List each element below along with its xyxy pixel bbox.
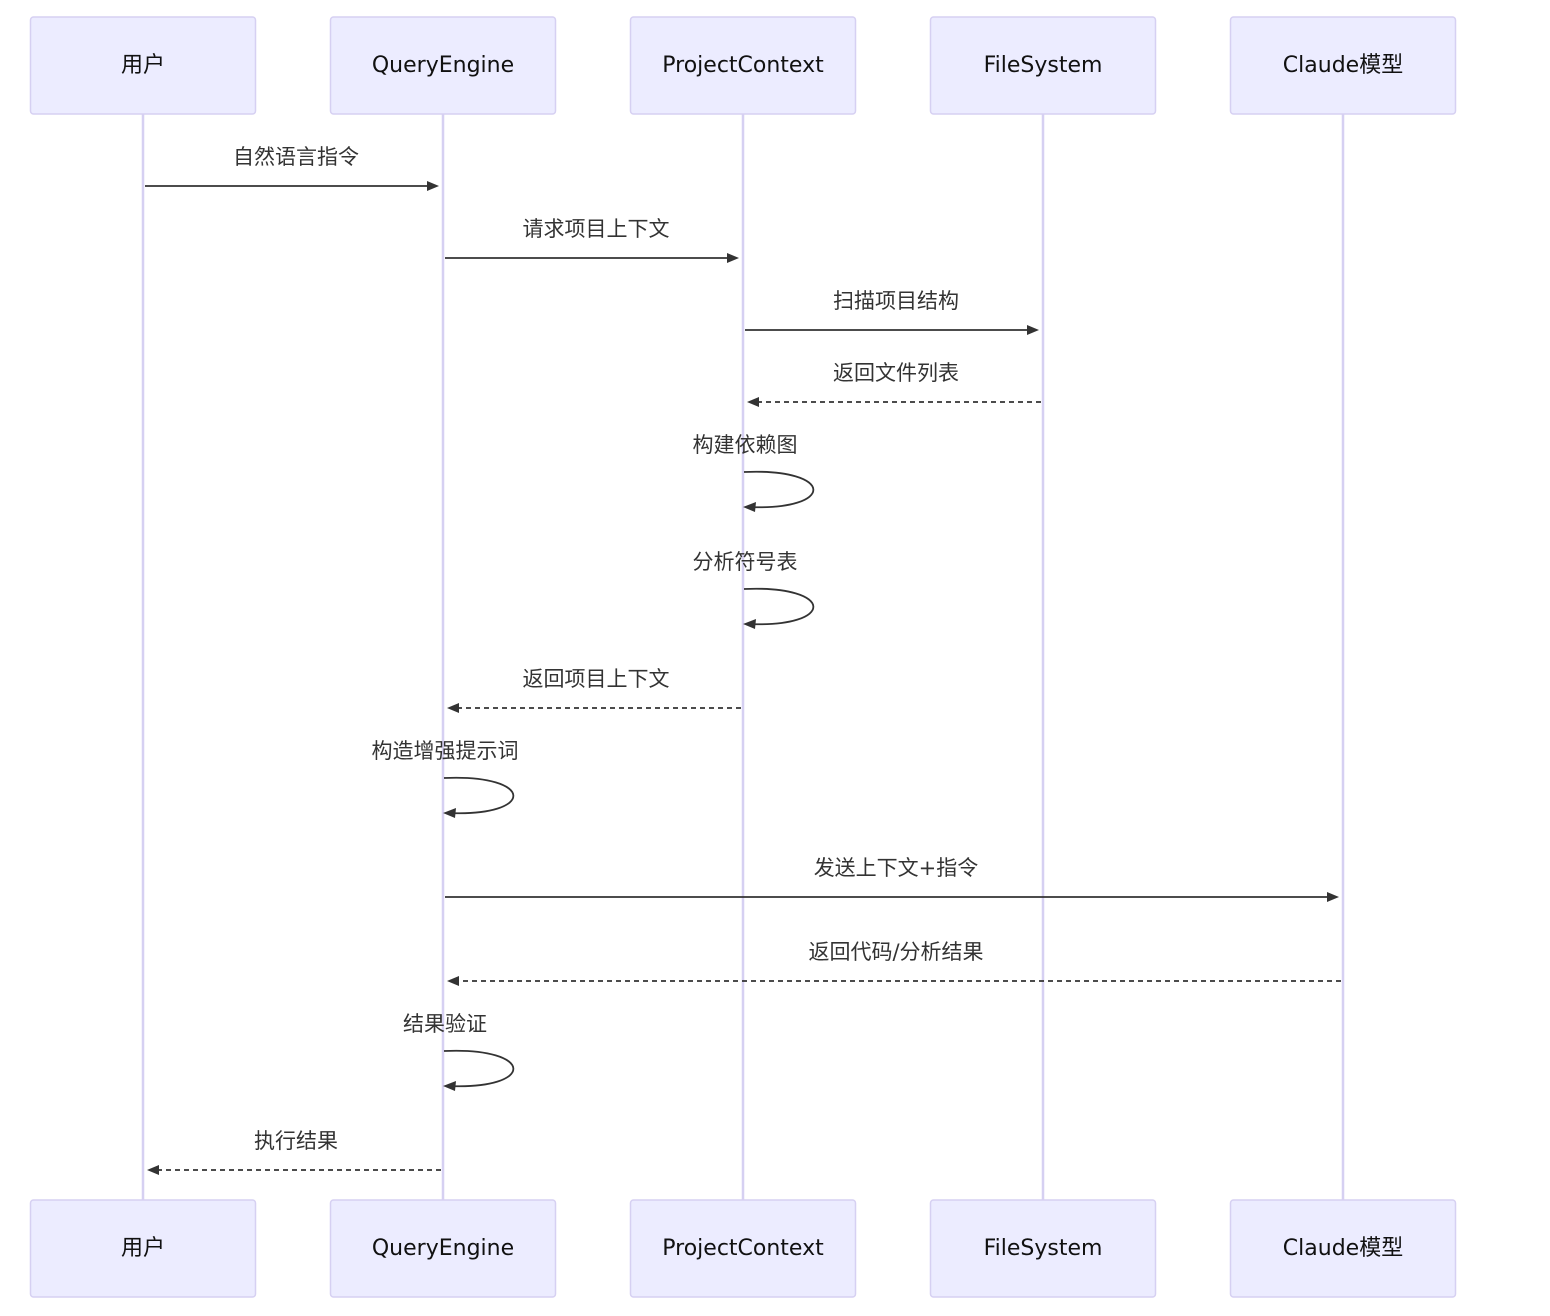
message-3: 扫描项目结构 — [745, 289, 1039, 335]
message-8: 构造增强提示词 — [372, 739, 519, 818]
actors-top: 用户 QueryEngine ProjectContext FileSystem Cla… — [29, 16, 1457, 115]
actor-context-top[interactable]: ProjectContext — [629, 16, 857, 115]
actor-box — [329, 16, 557, 115]
actor-engine-bottom[interactable]: QueryEngine — [329, 1199, 557, 1298]
self-message-arrow — [443, 776, 515, 815]
actor-label: Claude模型 — [1283, 53, 1403, 78]
actor-fs-bottom[interactable]: FileSystem — [929, 1199, 1157, 1298]
actor-label: ProjectContext — [662, 1236, 824, 1261]
message-label: 构建依赖图 — [693, 433, 798, 457]
message-label: 扫描项目结构 — [833, 289, 959, 313]
arrowhead-icon — [743, 619, 756, 629]
actor-box — [629, 1199, 857, 1298]
message-label: 返回代码/分析结果 — [808, 940, 983, 964]
arrowhead-icon — [447, 976, 459, 986]
actor-box — [929, 16, 1157, 115]
message-label: 构造增强提示词 — [372, 739, 519, 763]
actor-label: FileSystem — [984, 53, 1103, 78]
message-label: 返回文件列表 — [833, 361, 959, 385]
message-label: 自然语言指令 — [233, 145, 359, 169]
arrowhead-icon — [1327, 892, 1339, 902]
message-11: 结果验证 — [403, 1012, 515, 1091]
actors-bottom: 用户 QueryEngine ProjectContext FileSystem Cla… — [29, 1199, 1457, 1298]
message-6: 分析符号表 — [693, 550, 815, 629]
arrowhead-icon — [1027, 325, 1039, 335]
message-9: 发送上下文+指令 — [445, 856, 1339, 902]
messages: 自然语言指令请求项目上下文扫描项目结构返回文件列表构建依赖图分析符号表返回项目上… — [145, 145, 1341, 1175]
actor-user-bottom[interactable]: 用户 — [29, 1199, 257, 1298]
message-10: 返回代码/分析结果 — [447, 940, 1341, 986]
actor-label: 用户 — [121, 53, 165, 78]
actor-claude-top[interactable]: Claude模型 — [1229, 16, 1457, 115]
actor-context-bottom[interactable]: ProjectContext — [629, 1199, 857, 1298]
message-label: 结果验证 — [403, 1012, 487, 1036]
message-12: 执行结果 — [147, 1129, 441, 1175]
message-label: 分析符号表 — [693, 550, 798, 574]
arrowhead-icon — [427, 181, 439, 191]
message-2: 请求项目上下文 — [445, 217, 739, 263]
arrowhead-icon — [147, 1165, 159, 1175]
actor-label: ProjectContext — [662, 53, 824, 78]
arrowhead-icon — [443, 1081, 456, 1091]
actor-box — [29, 16, 257, 115]
actor-label: QueryEngine — [372, 1236, 514, 1261]
message-5: 构建依赖图 — [693, 433, 815, 512]
actor-label: FileSystem — [984, 1236, 1103, 1261]
arrowhead-icon — [743, 502, 756, 512]
actor-box — [1229, 1199, 1457, 1298]
message-1: 自然语言指令 — [145, 145, 439, 191]
arrowhead-icon — [727, 253, 739, 263]
arrowhead-icon — [747, 397, 759, 407]
message-7: 返回项目上下文 — [447, 667, 741, 713]
message-label: 执行结果 — [254, 1129, 338, 1153]
actor-fs-top[interactable]: FileSystem — [929, 16, 1157, 115]
self-message-arrow — [743, 470, 815, 509]
actor-label: Claude模型 — [1283, 1236, 1403, 1261]
actor-label: 用户 — [121, 1236, 165, 1261]
actor-box — [929, 1199, 1157, 1298]
lifelines — [141, 114, 1345, 1200]
actor-box — [1229, 16, 1457, 115]
message-label: 请求项目上下文 — [523, 217, 670, 241]
arrowhead-icon — [447, 703, 459, 713]
actor-box — [629, 16, 857, 115]
actor-engine-top[interactable]: QueryEngine — [329, 16, 557, 115]
actor-user-top[interactable]: 用户 — [29, 16, 257, 115]
actor-label: QueryEngine — [372, 53, 514, 78]
actor-box — [29, 1199, 257, 1298]
actor-box — [329, 1199, 557, 1298]
message-label: 返回项目上下文 — [523, 667, 670, 691]
self-message-arrow — [743, 587, 815, 626]
actor-claude-bottom[interactable]: Claude模型 — [1229, 1199, 1457, 1298]
arrowhead-icon — [443, 808, 456, 818]
self-message-arrow — [443, 1049, 515, 1088]
message-label: 发送上下文+指令 — [814, 856, 979, 880]
message-4: 返回文件列表 — [747, 361, 1041, 407]
